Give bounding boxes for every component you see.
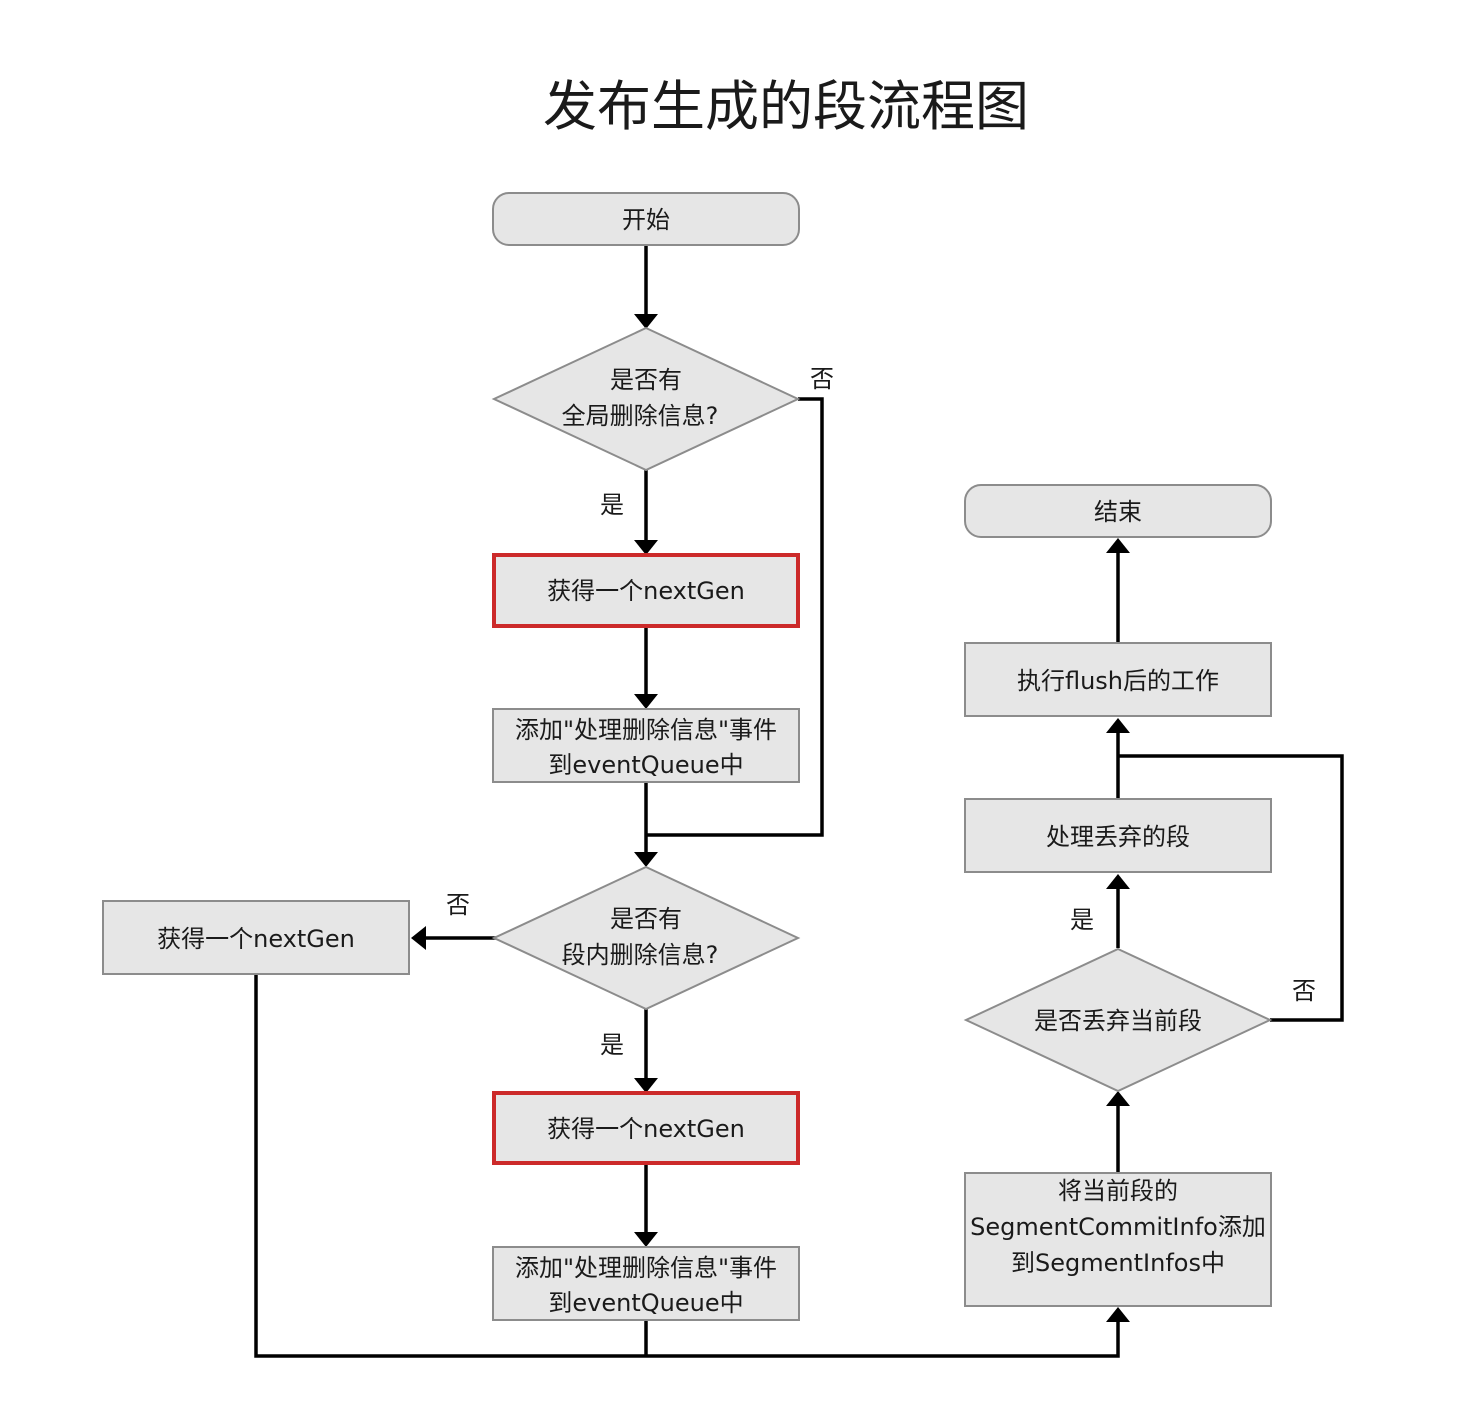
edge-label-d1-yes: 是 xyxy=(600,491,624,519)
node-start: 开始 xyxy=(492,192,800,246)
process-post-flush-label: 执行flush后的工作 xyxy=(1017,667,1219,695)
process-shape xyxy=(102,900,410,975)
process-add-event-1: 添加"处理删除信息"事件 到eventQueue中 xyxy=(492,708,800,783)
edge-label-d3-yes: 是 xyxy=(1070,906,1094,934)
arrowhead xyxy=(634,1232,658,1247)
process-add-event-1-line1: 添加"处理删除信息"事件 xyxy=(515,716,777,744)
edge-d3-no xyxy=(1118,754,1344,1022)
process-handle-dropped-label: 处理丢弃的段 xyxy=(1046,823,1190,851)
arrowhead xyxy=(634,694,658,709)
edge-label-d2-no: 否 xyxy=(446,891,470,919)
process-shape xyxy=(964,1172,1272,1307)
edge-bottom-merge xyxy=(254,975,1120,1358)
process-next-gen-2: 获得一个nextGen xyxy=(492,1091,800,1165)
process-next-gen-left: 获得一个nextGen xyxy=(102,900,410,975)
process-next-gen-2-label: 获得一个nextGen xyxy=(547,1115,745,1143)
decision-shape xyxy=(963,947,1273,1093)
terminal-shape xyxy=(964,484,1272,538)
process-post-flush: 执行flush后的工作 xyxy=(964,642,1272,717)
process-add-segment-info-line1: 将当前段的 xyxy=(1058,1177,1178,1205)
terminal-shape xyxy=(492,192,800,246)
edges xyxy=(254,246,1344,1358)
arrowhead xyxy=(1106,874,1130,889)
decision-segment-delete-line2: 段内删除信息? xyxy=(562,941,719,969)
node-end: 结束 xyxy=(964,484,1272,538)
decision-global-delete-line2: 全局删除信息? xyxy=(562,402,719,430)
decision-drop-segment: 是否丢弃当前段 xyxy=(963,947,1273,1093)
arrowhead xyxy=(1106,718,1130,733)
process-add-event-2-line2: 到eventQueue中 xyxy=(548,1289,743,1317)
highlighted-process-shape xyxy=(492,1091,800,1165)
decision-global-delete: 是否有 全局删除信息? xyxy=(491,326,801,472)
arrowhead xyxy=(634,852,658,867)
process-add-segment-info-line2: SegmentCommitInfo添加 xyxy=(970,1213,1266,1241)
node-end-label: 结束 xyxy=(1094,498,1142,526)
process-shape xyxy=(492,1246,800,1321)
decision-global-delete-line1: 是否有 xyxy=(610,366,682,394)
highlighted-process-shape xyxy=(492,553,800,628)
process-add-event-2-line1: 添加"处理删除信息"事件 xyxy=(515,1254,777,1282)
process-next-gen-left-label: 获得一个nextGen xyxy=(157,925,355,953)
arrowhead xyxy=(634,314,658,329)
edge-d1-no xyxy=(646,397,824,837)
node-start-label: 开始 xyxy=(622,206,670,234)
decision-segment-delete: 是否有 段内删除信息? xyxy=(491,865,801,1011)
arrowhead xyxy=(411,926,426,950)
process-next-gen-1: 获得一个nextGen xyxy=(492,553,800,628)
edge-label-d1-no: 否 xyxy=(810,365,834,393)
process-shape xyxy=(492,708,800,783)
decision-segment-delete-line1: 是否有 xyxy=(610,905,682,933)
process-add-event-2: 添加"处理删除信息"事件 到eventQueue中 xyxy=(492,1246,800,1321)
arrowhead xyxy=(1106,538,1130,553)
arrowhead xyxy=(1106,1307,1130,1322)
diagram-title: 发布生成的段流程图 xyxy=(543,75,1029,138)
edge-label-d2-yes: 是 xyxy=(600,1031,624,1059)
process-add-event-1-line2: 到eventQueue中 xyxy=(548,751,743,779)
process-handle-dropped: 处理丢弃的段 xyxy=(964,798,1272,873)
process-next-gen-1-label: 获得一个nextGen xyxy=(547,577,745,605)
process-shape xyxy=(964,798,1272,873)
decision-drop-segment-label: 是否丢弃当前段 xyxy=(1034,1007,1202,1035)
arrowhead xyxy=(634,540,658,555)
arrowhead xyxy=(1106,1091,1130,1106)
decision-shape xyxy=(491,865,801,1011)
arrowhead xyxy=(634,1078,658,1093)
process-add-segment-info: 将当前段的 SegmentCommitInfo添加 到SegmentInfos中 xyxy=(964,1172,1272,1307)
decision-shape xyxy=(491,326,801,472)
process-shape xyxy=(964,642,1272,717)
process-add-segment-info-line3: 到SegmentInfos中 xyxy=(1011,1249,1225,1277)
edge-label-d3-no: 否 xyxy=(1292,977,1316,1005)
